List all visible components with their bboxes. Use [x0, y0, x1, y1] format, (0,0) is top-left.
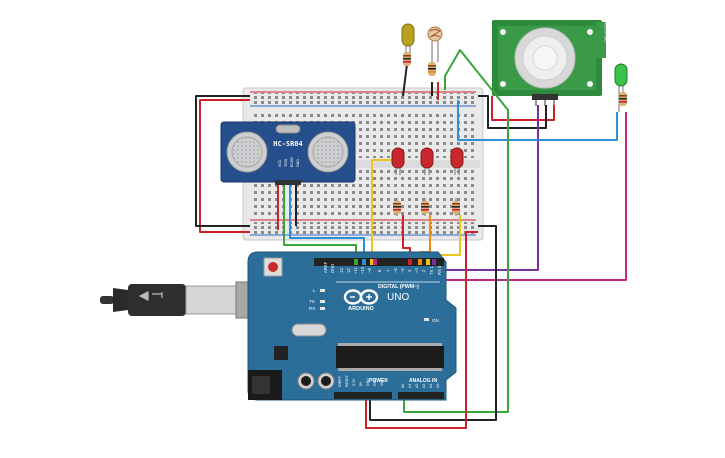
pin-12: 12 — [346, 268, 351, 273]
wire-ldr-analog — [403, 49, 509, 413]
brand-label: ARDUINO — [348, 306, 374, 312]
pin-tx1: TX 1 — [429, 265, 434, 275]
top-power-rail — [250, 93, 476, 105]
resistor-2 — [421, 198, 429, 216]
pin-8: 8 — [377, 269, 382, 272]
wire-yellow-led — [402, 63, 408, 97]
wire-led1-signal — [371, 159, 397, 262]
atmega-chip — [336, 346, 444, 368]
arduino-uno-board: AREF GND 13 12 ~11 ~10 ~9 8 7 ~6 ~5 4 ~3… — [247, 251, 457, 401]
analog-header — [398, 392, 444, 399]
ultrasonic-sensor: HC-SR04 VCC TRIG ECHO GND — [220, 121, 356, 185]
pin-5: ~5 — [400, 268, 405, 273]
pin-6: ~6 — [393, 268, 398, 273]
pin-ioref: IOREF — [338, 375, 342, 387]
pin-a4: A4 — [429, 384, 433, 388]
wire-pir-gnd — [478, 95, 547, 129]
crystal-oscillator — [291, 323, 327, 337]
pin-3: ~3 — [414, 268, 419, 273]
pin-aref: AREF — [323, 261, 328, 273]
ultrasonic-model-label: HC-SR04 — [273, 140, 303, 148]
power-label: POWER — [369, 378, 388, 384]
red-led-2 — [420, 147, 434, 175]
pin-gnd-1: GND — [366, 378, 370, 386]
red-led-1 — [391, 147, 405, 175]
pin-7: 7 — [386, 269, 391, 272]
green-led — [614, 63, 628, 112]
pin-gnd-2: GND — [373, 378, 377, 386]
yellow-led — [401, 23, 415, 66]
small-ic — [274, 346, 288, 360]
model-label: UNO — [387, 292, 409, 303]
reset-button-cap[interactable] — [268, 262, 278, 272]
pin-a1: A1 — [408, 384, 412, 388]
pin-2: 2 — [421, 269, 426, 272]
usb-symbol-icon — [138, 291, 163, 301]
led-tx-label: TX — [309, 299, 315, 304]
red-led-3 — [450, 147, 464, 175]
wire-black-rail-link — [195, 95, 250, 227]
pin-5v: 5V — [359, 381, 363, 386]
analog-label: ANALOG IN — [409, 378, 437, 384]
breadboard-resistors — [393, 198, 460, 216]
wire-5v-board — [365, 231, 478, 429]
pin-4: 4 — [407, 269, 412, 272]
resistor-3 — [452, 198, 460, 216]
red-leds — [391, 147, 464, 175]
wire-led-ground-blue — [457, 100, 618, 141]
wire-ground-board — [369, 225, 497, 421]
pir-left-label: ADJUSTABLE — [485, 57, 490, 83]
us-pin-trig: TRIG — [284, 158, 288, 167]
digital-pin-labels: AREF GND 13 12 ~11 ~10 ~9 8 7 ~6 ~5 4 ~3… — [323, 261, 442, 275]
pin-10: ~10 — [360, 266, 365, 274]
arduino-logo-icon — [343, 289, 379, 305]
pin-a0: A0 — [401, 384, 405, 388]
digital-header — [314, 258, 444, 266]
us-pin-echo: ECHO — [290, 157, 294, 167]
power-header — [334, 392, 392, 399]
pin-a3: A3 — [422, 384, 426, 388]
resistor-1 — [393, 198, 401, 216]
pin-vin: VIN — [380, 380, 384, 386]
pin-a2: A2 — [415, 384, 419, 388]
pin-13: 13 — [339, 268, 344, 273]
pin-3v3: 3.3V — [352, 378, 356, 386]
us-pin-vcc: VCC — [278, 159, 282, 167]
pin-gnd-top: GND — [330, 264, 335, 273]
wire-pir-vcc — [491, 96, 555, 121]
led-l-label: L — [313, 288, 316, 293]
us-pin-gnd: GND — [296, 159, 300, 167]
bottom-power-rail — [250, 222, 476, 234]
led-rx-label: RX — [309, 306, 315, 311]
pin-11: ~11 — [353, 267, 358, 274]
wire-us-echo — [289, 185, 365, 262]
pir-sensor: DELAY TIME ADJUSTABLE — [485, 18, 608, 106]
pin-9: ~9 — [367, 268, 372, 273]
pin-rx0: RX 0 — [437, 265, 442, 275]
led-on-label: ON — [432, 318, 439, 323]
photoresistor — [427, 26, 443, 76]
pin-reset: RESET — [345, 374, 349, 387]
pir-right-label: DELAY TIME — [603, 18, 608, 42]
wire-red-rail-link — [199, 99, 250, 233]
header-wire-tips — [354, 259, 436, 265]
digital-label: DIGITAL (PWM~) — [378, 284, 419, 290]
pin-a5: A5 — [436, 384, 440, 388]
